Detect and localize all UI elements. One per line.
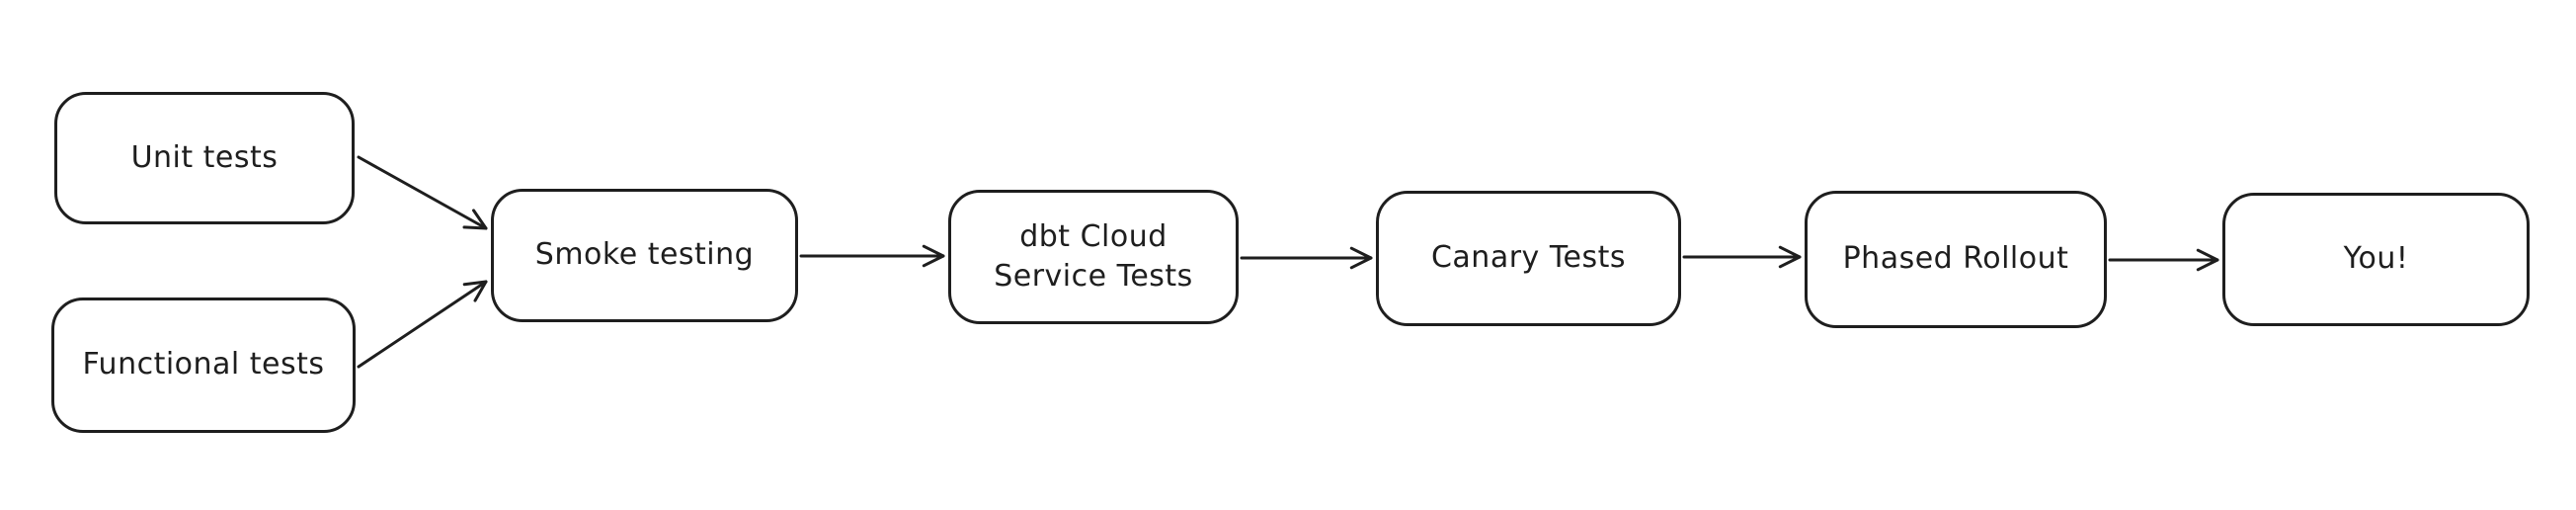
arrowhead-icon [1778,245,1802,269]
arrowhead-icon [2196,248,2219,272]
arrowhead-icon [462,209,488,230]
arrow-dbt-cloud-service-tests-to-canary-tests[interactable] [1240,246,1373,270]
node-label: dbt Cloud Service Tests [994,218,1193,295]
arrow-canary-tests-to-phased-rollout[interactable] [1682,245,1802,269]
node-label: Canary Tests [1430,240,1627,276]
node-label: Unit tests [130,139,279,175]
node-smoke-testing[interactable]: Smoke testing [491,189,798,322]
arrow-phased-rollout-to-you[interactable] [2108,248,2219,272]
node-dbt-cloud-service-tests[interactable]: dbt Cloud Service Tests [948,190,1239,324]
node-canary-tests[interactable]: Canary Tests [1376,191,1681,326]
arrowhead-icon [1349,246,1373,270]
node-functional-tests[interactable]: Functional tests [51,298,356,433]
arrow-smoke-testing-to-dbt-cloud-service-tests[interactable] [799,244,945,268]
arrow-functional-tests-to-smoke-testing[interactable] [357,280,488,369]
node-label: Functional tests [82,347,325,382]
arrowhead-icon [462,280,488,302]
node-label: You! [2343,241,2409,277]
node-you[interactable]: You! [2222,193,2530,326]
node-label: Smoke testing [534,237,755,273]
node-phased-rollout[interactable]: Phased Rollout [1805,191,2107,328]
node-unit-tests[interactable]: Unit tests [54,92,355,224]
arrowhead-icon [922,244,945,268]
arrow-unit-tests-to-smoke-testing[interactable] [357,155,488,230]
node-label: Phased Rollout [1842,241,2069,277]
